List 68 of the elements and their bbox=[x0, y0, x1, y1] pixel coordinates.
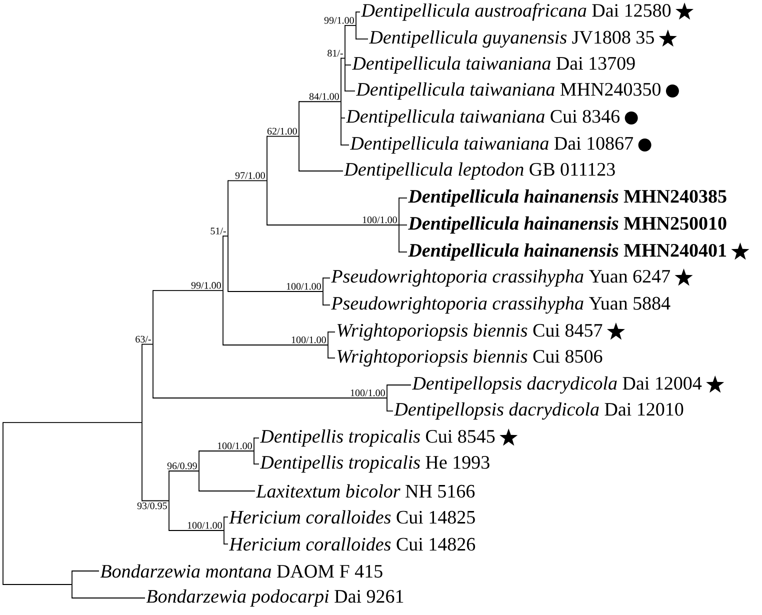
support-value: 100/1.00 bbox=[362, 216, 397, 224]
tree-branch bbox=[222, 344, 328, 346]
tree-branch bbox=[344, 25, 356, 26]
tree-branch bbox=[344, 90, 356, 92]
support-value: 63/- bbox=[136, 336, 151, 343]
tree-branch bbox=[322, 304, 330, 306]
taxon-label: Bondarzewia montana DAOM F 415 bbox=[100, 564, 382, 578]
taxon-label: Dentipellicula taiwaniana Dai 13709 bbox=[352, 56, 635, 74]
tree-branch bbox=[72, 570, 100, 572]
taxon-label: Dentipellopsis dacrydicola Dai 12004 bbox=[412, 376, 702, 394]
support-value: 100/1.00 bbox=[292, 336, 326, 344]
tree-branch bbox=[152, 290, 223, 291]
taxon-label: Laxitextum bicolor NH 5166 bbox=[256, 484, 475, 498]
tree-branch bbox=[168, 530, 224, 531]
taxon-label: Wrightoporiopsis biennis Cui 8457 bbox=[337, 323, 602, 341]
support-value: 93/0.95 bbox=[137, 502, 167, 510]
tree-branch bbox=[266, 224, 399, 226]
support-value: 97/1.00 bbox=[235, 172, 265, 179]
tree-branch bbox=[298, 170, 344, 172]
tree-branch bbox=[340, 58, 345, 59]
tree-branch bbox=[344, 64, 352, 66]
tree-branch bbox=[356, 38, 368, 40]
taxon-label: Dentipellicula guyanensis JV1808 35 bbox=[368, 30, 654, 48]
tree-branch bbox=[168, 470, 199, 472]
taxon-label: Dentipellicula leptodon GB 011123 bbox=[344, 162, 615, 180]
tree-branch bbox=[228, 180, 267, 182]
tree-branch bbox=[142, 344, 153, 345]
support-value: 62/1.00 bbox=[267, 128, 297, 135]
taxon-label: Hericium coralloides Cui 14825 bbox=[229, 510, 475, 524]
tree-branch bbox=[386, 384, 412, 386]
support-value: 51/- bbox=[210, 228, 226, 234]
taxon-label: Dentipellicula hainanensis MHN250010 bbox=[408, 216, 726, 234]
tree-branch bbox=[198, 490, 256, 492]
tree-branch bbox=[222, 236, 228, 237]
support-value: 100/1.00 bbox=[286, 283, 321, 290]
tree-branch bbox=[298, 101, 341, 102]
support-value: 99/1.00 bbox=[191, 282, 221, 289]
tree-branch bbox=[398, 224, 408, 226]
taxon-label: Dentipellicula austroafricana Dai 12580 bbox=[360, 3, 671, 21]
taxon-label: Dentipellicula taiwaniana Dai 10867 bbox=[350, 136, 634, 154]
tree-branch bbox=[142, 500, 169, 502]
tree-branch bbox=[198, 450, 254, 452]
support-value: 84/1.00 bbox=[309, 93, 339, 100]
tree-branch bbox=[224, 516, 228, 518]
taxon-label: Pseudowrightoporia crassihypha Yuan 5884 bbox=[331, 296, 670, 314]
taxon-label: Dentipellicula hainanensis MHN240385 bbox=[408, 189, 726, 207]
taxon-label: Pseudowrightoporia crassihypha Yuan 6247 bbox=[331, 269, 670, 287]
support-value: 100/1.00 bbox=[218, 442, 252, 450]
tree-branch bbox=[386, 410, 394, 412]
tree-branch bbox=[2, 584, 72, 585]
taxon-label: Wrightoporiopsis biennis Cui 8506 bbox=[337, 349, 602, 367]
taxon-label: Bondarzewia podocarpi Dai 9261 bbox=[146, 589, 404, 607]
taxon-label: Dentipellicula hainanensis MHN240401 bbox=[408, 243, 726, 261]
support-value: 100/1.00 bbox=[188, 522, 222, 529]
support-value: 81/- bbox=[328, 50, 343, 57]
taxon-label: Dentipellicula taiwaniana MHN240350 bbox=[356, 82, 660, 100]
support-value: 100/1.00 bbox=[350, 390, 385, 396]
support-value: 99/1.00 bbox=[324, 17, 354, 24]
support-value: 96/0.99 bbox=[167, 462, 197, 470]
taxon-label: Dentipellis tropicalis Cui 8545 bbox=[260, 429, 495, 447]
taxon-label: Hericium coralloides Cui 14826 bbox=[229, 537, 476, 551]
tree-branch bbox=[228, 291, 323, 292]
taxon-label: Dentipellicula taiwaniana Cui 8346 bbox=[346, 109, 620, 127]
tree-branch bbox=[2, 422, 142, 423]
tree-branch bbox=[340, 144, 350, 146]
tree-branch bbox=[266, 136, 299, 137]
taxon-label: Dentipellopsis dacrydicola Dai 12010 bbox=[394, 402, 684, 420]
taxon-label: Dentipellis tropicalis He 1993 bbox=[260, 455, 490, 473]
